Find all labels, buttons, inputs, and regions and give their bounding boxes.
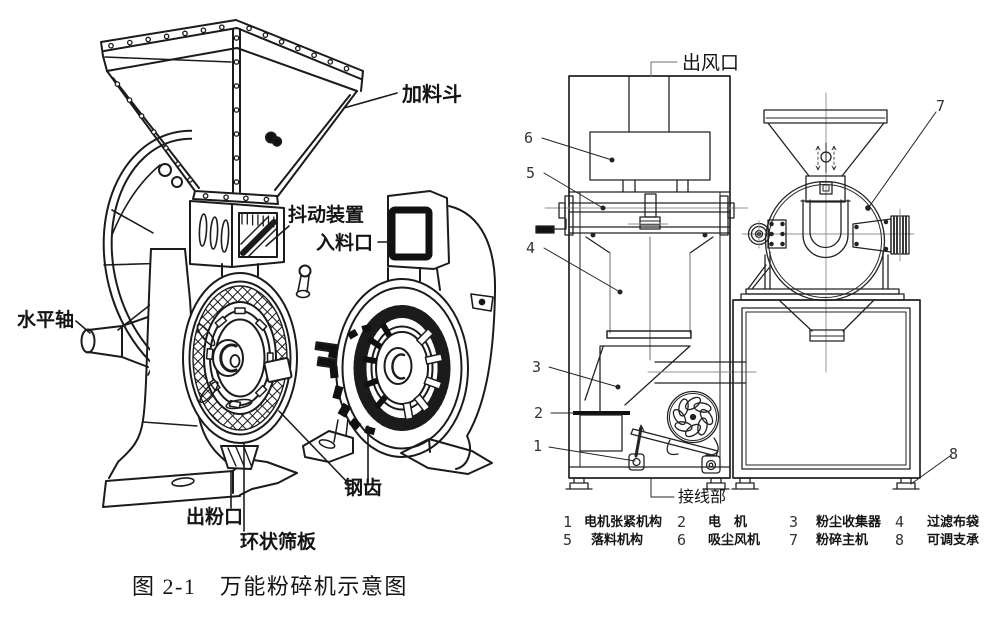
legend-num-5: 5 xyxy=(563,531,572,549)
legend-name-4: 过滤布袋 xyxy=(927,514,980,529)
horizontal-shaft-drawing xyxy=(80,316,149,368)
tensioning-platform xyxy=(628,424,721,474)
legend-num-6: 6 xyxy=(677,531,686,549)
cover-disc-drawing xyxy=(328,267,494,475)
drive-pulley xyxy=(747,219,787,249)
dust-cabinet-view xyxy=(535,75,757,490)
callout-3: 3 xyxy=(532,358,541,376)
callout-6: 6 xyxy=(524,129,533,147)
cabinet-feet-right xyxy=(731,477,920,490)
legend-name-6: 吸尘风机 xyxy=(708,532,760,547)
inner-discharge-funnel xyxy=(778,299,875,332)
left-leader-lines xyxy=(75,92,398,532)
crank-handle xyxy=(535,218,567,234)
legend-num-7: 7 xyxy=(789,531,798,549)
legend: 1 电机张紧机构 2 电 机 3 粉尘收集器 4 过滤布袋 5 落料机构 6 吸… xyxy=(563,513,980,549)
legend-num-4: 4 xyxy=(895,513,904,531)
right-figure-labels: 出风口 接线部 6 5 4 3 2 1 7 8 xyxy=(524,52,958,506)
horizontal-shaft-label: 水平轴 xyxy=(17,308,74,331)
legend-name-7: 粉碎主机 xyxy=(816,532,868,547)
powder-outlet-drawing xyxy=(220,445,259,470)
pulverizer-perspective-drawing xyxy=(75,19,497,532)
crusher-stand xyxy=(740,251,905,301)
feed-hopper-label: 加料斗 xyxy=(401,83,462,106)
callout-1: 1 xyxy=(533,437,542,455)
legend-name-2: 电 机 xyxy=(708,514,747,529)
terminal-block-label: 接线部 xyxy=(678,488,726,506)
dust-collector-funnel xyxy=(584,345,691,414)
legend-name-8: 可调支承 xyxy=(927,532,979,547)
crusher-housing-circle xyxy=(764,180,886,302)
callout-8: 8 xyxy=(949,445,958,463)
sieve-mechanism-band xyxy=(568,202,731,234)
pulverizer-two-view-drawing xyxy=(535,61,951,498)
hopper-bolt xyxy=(815,142,837,173)
powder-outlet-label: 出粉口 xyxy=(186,505,243,528)
callout-2: 2 xyxy=(534,404,543,422)
legend-num-1: 1 xyxy=(563,513,572,531)
legend-num-3: 3 xyxy=(789,513,798,531)
legend-num-2: 2 xyxy=(677,513,686,531)
discharge-cone xyxy=(852,208,910,262)
figure-caption: 图 2-1 万能粉碎机示意图 xyxy=(132,574,408,599)
grinding-chamber-drawing xyxy=(182,263,346,444)
annular-sieve-label: 环状筛板 xyxy=(240,530,317,553)
shaking-device-label: 抖动装置 xyxy=(288,203,364,226)
steel-teeth-label: 钢齿 xyxy=(344,477,382,499)
neck-shaker-drawing xyxy=(189,200,285,268)
air-outlet-label: 出风口 xyxy=(682,52,739,74)
white-teeth-pegs xyxy=(402,328,444,421)
crusher-main-view xyxy=(731,92,921,490)
teeth-ring xyxy=(353,305,451,431)
hopper-rivets xyxy=(108,24,350,203)
callout-leaders xyxy=(541,61,951,498)
legend-name-1: 电机张紧机构 xyxy=(584,514,662,529)
legend-name-5: 落料机构 xyxy=(591,532,643,547)
suction-fan-box xyxy=(589,131,711,181)
side-hopper xyxy=(767,122,885,177)
cabinet-feet-left xyxy=(565,477,730,490)
callout-7: 7 xyxy=(936,97,945,115)
crusher-base-cabinet xyxy=(732,299,921,479)
left-figure-labels: 加料斗 抖动装置 入料口 水平轴 钢齿 出粉口 环状筛板 图 2-1 万能粉碎机… xyxy=(17,83,462,599)
inlet-port-label: 入料口 xyxy=(316,231,373,254)
filter-bag xyxy=(609,236,691,361)
callout-4: 4 xyxy=(526,239,535,257)
callout-5: 5 xyxy=(526,164,535,182)
motor-bar xyxy=(573,411,630,415)
legend-num-8: 8 xyxy=(895,531,904,549)
black-teeth xyxy=(328,322,393,436)
legend-name-3: 粉尘收集器 xyxy=(816,514,882,529)
feed-hopper-drawing xyxy=(100,19,364,205)
